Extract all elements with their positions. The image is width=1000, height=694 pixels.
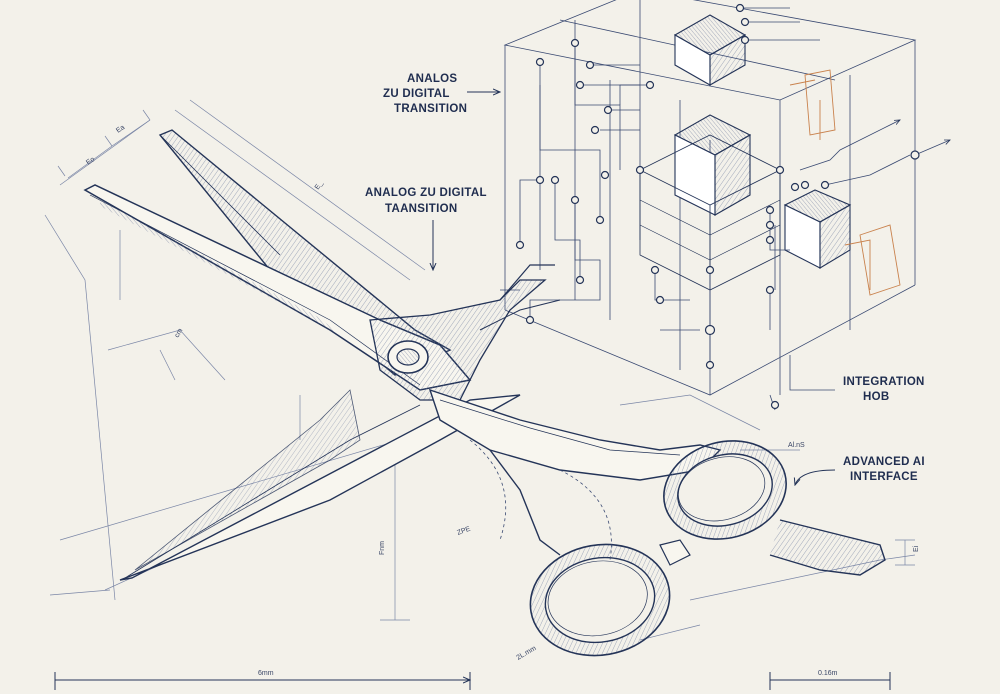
- svg-text:ZU DIGITAL: ZU DIGITAL: [383, 88, 450, 100]
- svg-text:ZPE: ZPE: [456, 526, 471, 537]
- svg-text:TAANSITION: TAANSITION: [385, 203, 457, 215]
- svg-text:INTEGRATION: INTEGRATION: [843, 376, 925, 388]
- cube-network: [500, 0, 950, 411]
- bottom-dimension-bars: [54, 672, 891, 690]
- svg-text:Al.nS: Al.nS: [788, 442, 805, 449]
- scissors: [83, 129, 886, 657]
- svg-text:2L.mm: 2L.mm: [516, 645, 538, 662]
- svg-text:TRANSITION: TRANSITION: [394, 103, 467, 115]
- svg-text:Eo: Eo: [85, 156, 96, 167]
- svg-text:INTERFACE: INTERFACE: [850, 471, 918, 483]
- svg-text:Ea: Ea: [115, 124, 126, 135]
- svg-text:ADVANCED AI: ADVANCED AI: [843, 456, 925, 468]
- callout-integration: INTEGRATION HOB: [843, 376, 925, 403]
- upper-finger-ring: [663, 440, 787, 540]
- svg-text:Ei: Ei: [913, 545, 920, 552]
- callout-analog: ANALOG ZU DIGITAL TAANSITION: [365, 187, 487, 215]
- svg-text:HOB: HOB: [863, 391, 889, 403]
- svg-text:E_: E_: [314, 180, 325, 191]
- lower-blade: [119, 394, 521, 581]
- svg-text:6mm: 6mm: [258, 670, 274, 677]
- svg-text:Fnm: Fnm: [379, 541, 386, 555]
- svg-text:ANALOS: ANALOS: [407, 73, 457, 85]
- callout-analos: ANALOS ZU DIGITAL TRANSITION: [383, 73, 467, 115]
- lower-finger-ring: [489, 449, 671, 657]
- callout-advanced: ADVANCED AI INTERFACE: [843, 456, 925, 483]
- svg-text:ANALOG ZU DIGITAL: ANALOG ZU DIGITAL: [365, 187, 487, 199]
- callout-arrows: [433, 92, 836, 485]
- svg-text:cm: cm: [174, 327, 185, 339]
- svg-text:0.16m: 0.16m: [818, 670, 838, 677]
- dimension-labels: Eo Ea E_ cm Fnm ZPE Al.nS Ei 6mm 0.16m 2…: [85, 124, 920, 677]
